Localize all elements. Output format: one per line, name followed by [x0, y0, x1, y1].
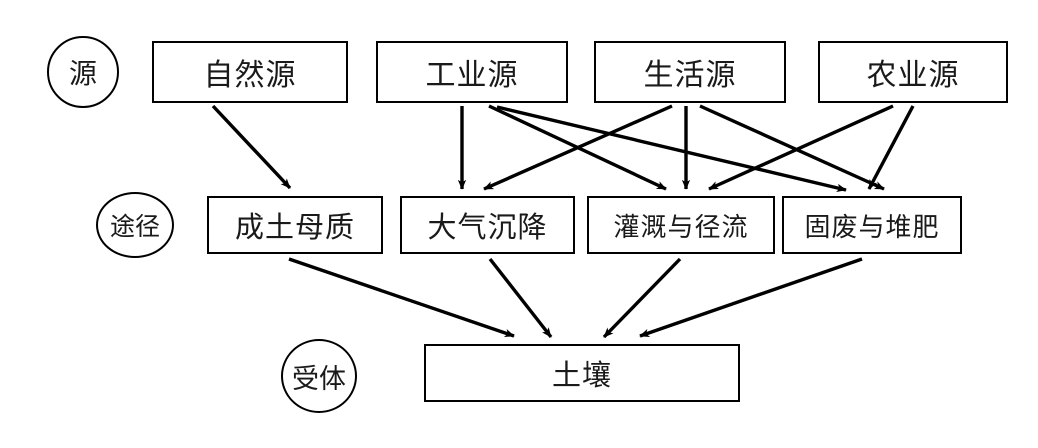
edge-agri-runoff	[708, 104, 894, 191]
edge-living-waste	[699, 104, 885, 191]
node-atmospheric-deposition-label: 大气沉降	[427, 212, 548, 244]
edge-deposit-soil	[488, 257, 553, 339]
node-soil-label: 土壤	[551, 360, 612, 392]
edge-waste-soil	[639, 257, 863, 338]
row-label-receptor-text: 受体	[292, 363, 346, 394]
node-parent-material[interactable]: 成土母质	[207, 196, 383, 254]
node-industrial-source[interactable]: 工业源	[376, 41, 568, 103]
node-agricultural-source[interactable]: 农业源	[818, 41, 1008, 103]
row-label-source-text: 源	[68, 59, 97, 90]
node-irrigation-runoff[interactable]: 灌溉与径流	[587, 196, 775, 254]
node-industrial-source-label: 工业源	[425, 59, 519, 92]
edge-natural-parent	[211, 104, 292, 190]
node-living-source[interactable]: 生活源	[594, 41, 786, 103]
edge-living-deposit	[483, 104, 673, 191]
node-natural-source-label: 自然源	[203, 59, 297, 92]
row-label-pathway-text: 途径	[109, 214, 160, 241]
node-agricultural-source-label: 农业源	[866, 59, 960, 92]
node-solid-waste-compost[interactable]: 固废与堆肥	[782, 196, 962, 254]
edge-agri-waste	[867, 105, 915, 190]
node-parent-material-label: 成土母质	[234, 212, 355, 244]
row-label-receptor: 受体	[281, 339, 357, 413]
edge-industry-waste	[496, 105, 847, 192]
edge-industry-runoff	[488, 104, 667, 191]
node-solid-waste-compost-label: 固废与堆肥	[804, 212, 940, 242]
node-soil[interactable]: 土壤	[424, 344, 740, 402]
edge-parent-soil	[288, 257, 515, 338]
node-atmospheric-deposition[interactable]: 大气沉降	[400, 196, 575, 254]
node-irrigation-runoff-label: 灌溉与径流	[613, 212, 749, 242]
row-label-pathway: 途径	[96, 192, 174, 258]
row-label-source: 源	[47, 36, 119, 108]
node-natural-source[interactable]: 自然源	[152, 41, 348, 103]
edge-runoff-soil	[602, 257, 682, 339]
node-living-source-label: 生活源	[643, 59, 737, 92]
